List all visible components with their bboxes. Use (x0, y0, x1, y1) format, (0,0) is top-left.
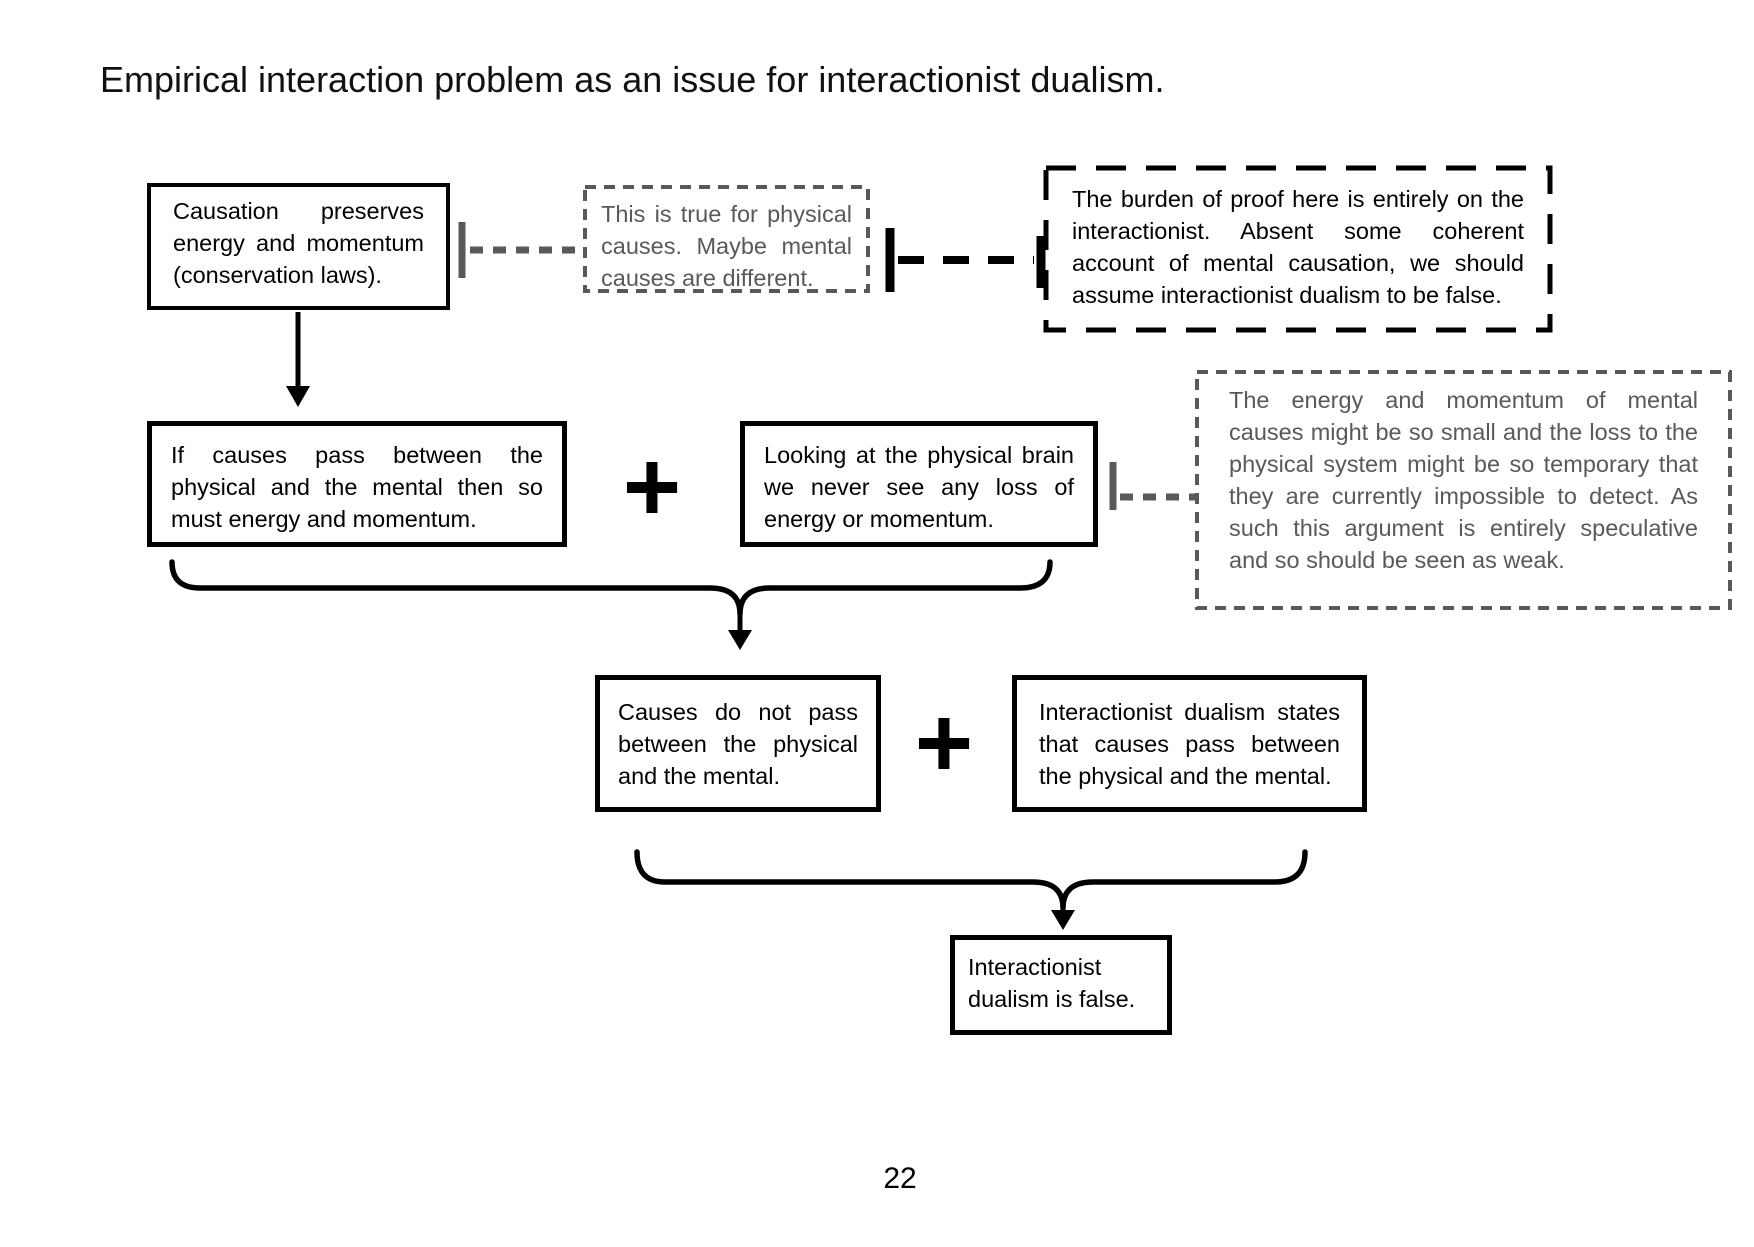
box-premise-no-loss: Looking at the physical brain we never s… (740, 421, 1098, 547)
arrow-brace-row2-to-conclusion (728, 612, 752, 650)
connector-causation-to-note (458, 222, 583, 278)
box-conclusion-final: Interactionist dualism is false. (950, 935, 1172, 1035)
arrow-causation-to-energy (286, 312, 310, 407)
note-undetectable: The energy and momentum of mental causes… (1229, 387, 1698, 573)
arrow-brace-row3-to-final (1051, 906, 1075, 930)
connector-note-to-burden (885, 228, 1046, 292)
plus-operator-row2: + (622, 430, 682, 543)
note-burden-of-proof: The burden of proof here is entirely on … (1072, 186, 1524, 308)
box-conclusion-no-causes: Causes do not pass between the physical … (595, 675, 881, 812)
page-number: 22 (883, 1162, 917, 1195)
plus-operator-row3: + (914, 686, 974, 799)
connector-brain-to-note (1109, 462, 1195, 510)
box-premise-energy-transfer: If causes pass between the physical and … (147, 421, 567, 547)
page-title: Empirical interaction problem as an issu… (100, 59, 1165, 100)
brace-row3 (634, 849, 1308, 911)
box-premise-interactionism: Interactionist dualism states that cause… (1012, 675, 1367, 812)
brace-row2 (169, 559, 1053, 617)
box-premise-conservation: Causation preserves energy and momentum … (147, 183, 450, 310)
note-physical-causes: This is true for physical causes. Maybe … (601, 201, 852, 291)
